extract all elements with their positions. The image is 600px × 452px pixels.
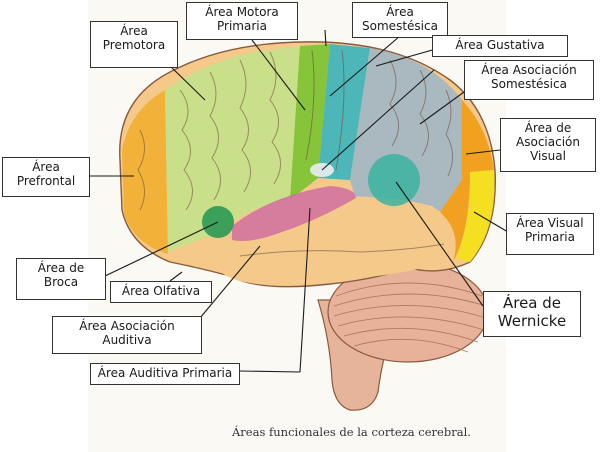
figure-caption: Áreas funcionales de la corteza cerebral… [232, 425, 471, 439]
region-premotora [165, 46, 300, 252]
label-asoc-somestesica: Área Asociación Somestésica [464, 60, 594, 100]
region-motora [290, 44, 330, 200]
label-gustativa: Área Gustativa [432, 35, 568, 57]
region-prefrontal [122, 90, 168, 254]
region-auditiva [232, 186, 356, 241]
region-asoc-visual [440, 100, 494, 260]
label-asoc-auditiva: Área Asociación Auditiva [52, 316, 202, 354]
label-somestesica: Área Somestésica [352, 2, 448, 38]
label-olfativa: Área Olfativa [110, 281, 212, 303]
label-wernicke: Área de Wernicke [483, 291, 581, 337]
region-visual-primaria [456, 170, 495, 262]
label-motora-primaria: Área Motora Primaria [186, 2, 298, 40]
label-visual-primaria: Área Visual Primaria [506, 213, 594, 255]
region-somestesica [318, 44, 370, 180]
label-broca: Área de Broca [16, 258, 106, 300]
cerebellum-folds [333, 282, 487, 353]
region-wernicke [368, 154, 420, 206]
label-prefrontal: Área Prefrontal [2, 157, 90, 197]
label-asoc-visual: Área de Asociación Visual [500, 118, 596, 172]
label-premotora: Área Premotora [90, 21, 178, 68]
label-auditiva-primaria: Área Auditiva Primaria [90, 363, 240, 385]
